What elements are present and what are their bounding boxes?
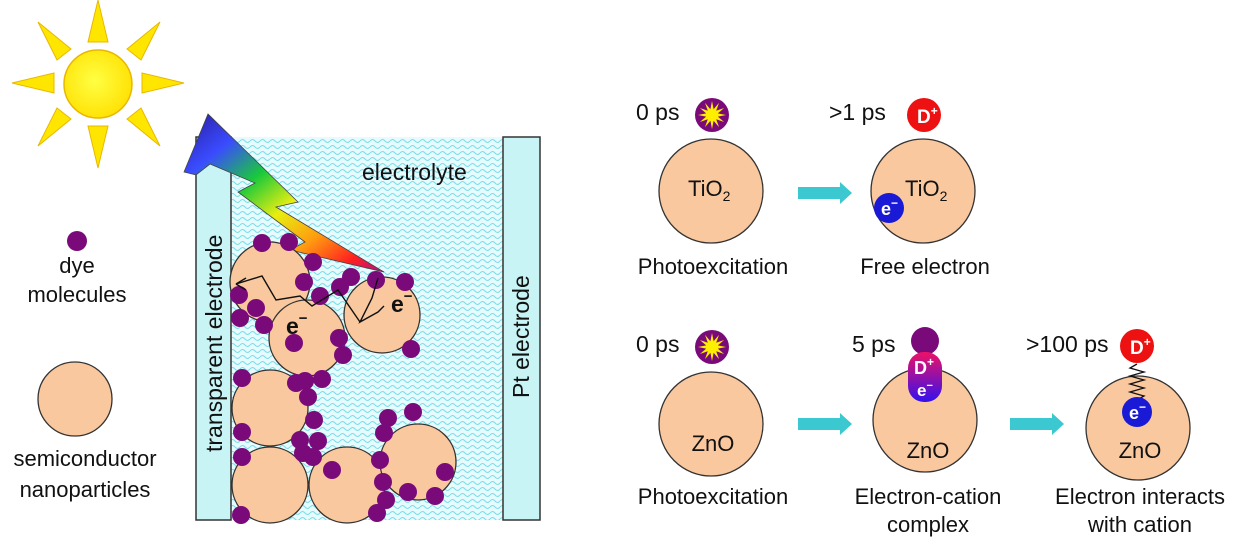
dye-dot [396,273,414,291]
tio2-caption-0: Photoexcitation [638,254,788,279]
electron-label-1: e− [391,288,413,317]
excited-dye-icon [695,98,729,132]
dye-cation-icon: D+ [907,98,941,132]
tio2-caption-1: Free electron [860,254,990,279]
svg-text:e−: e− [917,380,933,400]
legend-dye-line1: dye [59,253,94,278]
electron-path-arrow [235,275,385,324]
zno-material-1: ZnO [907,438,950,463]
arrow-right-icon-2 [798,413,852,435]
dye-dot [232,506,250,524]
svg-text:D+: D+ [914,355,934,378]
legend-nanoparticle-icon [37,361,113,437]
electron-cation-complex-icon: D+ e− [908,327,942,402]
tio2-time-1: >1 ps [829,99,886,125]
sun-icon [11,0,185,169]
dye-dot [305,411,323,429]
dye-dot [230,286,248,304]
dye-dot [280,233,298,251]
transparent-electrode [195,136,232,521]
dye-dot [296,372,314,390]
dye-dot [371,451,389,469]
dye-cation-icon-2: D+ [1120,329,1154,363]
electrolyte-label: electrolyte [362,159,467,185]
dye-dot [311,287,329,305]
dye-dot [304,253,322,271]
dye-dot [323,461,341,479]
dye-dot [233,448,251,466]
tio2-time-0: 0 ps [636,99,679,125]
dye-dot [309,432,327,450]
dye-dot [404,403,422,421]
legend-dye-icon [67,231,87,251]
dye-dot [330,329,348,347]
dye-dot [436,463,454,481]
free-electron-icon: e− [874,193,904,223]
dye-dot [402,340,420,358]
dye-dot [231,309,249,327]
pt-electrode-label: Pt electrode [508,275,534,398]
dye-molecule-dots [230,233,454,524]
svg-text:e−: e− [881,196,898,219]
dye-dot [299,388,317,406]
dye-dot [368,504,386,522]
dye-dot [313,370,331,388]
zno-time-0: 0 ps [636,331,679,357]
excited-dye-icon-2 [695,330,729,364]
dye-dot [377,491,395,509]
arrow-right-icon-3 [1010,413,1064,435]
zno-caption-2-line2: with cation [1087,512,1192,537]
zno-material-0: ZnO [692,431,735,456]
dye-dot [426,487,444,505]
dye-dot [285,334,303,352]
dye-dot [374,473,392,491]
transparent-electrode-label: transparent electrode [201,235,227,452]
dye-dot [375,424,393,442]
svg-text:e−: e− [1129,400,1146,423]
dye-dot [379,409,397,427]
dye-dot [304,448,322,466]
svg-text:D+: D+ [917,104,938,128]
dye-dot [253,234,271,252]
tio2-material-1: TiO2 [905,176,948,204]
bound-electron-icon: e− [1122,397,1152,427]
zno-particle-2 [1085,375,1191,481]
legend-np-line2: nanoparticles [20,477,151,502]
electron-label-2: e− [286,310,308,339]
pt-electrode [502,136,541,521]
zno-particle-0 [658,371,764,477]
zno-caption-2-line1: Electron interacts [1055,484,1225,509]
arrow-right-icon [798,182,852,204]
tio2-particle-0 [658,138,764,244]
dye-dot [233,369,251,387]
legend-dye-line2: molecules [27,282,126,307]
zno-caption-1-line1: Electron-cation [855,484,1002,509]
legend-np-line1: semiconductor [13,446,156,471]
dye-dot [255,316,273,334]
dye-dot [247,299,265,317]
zno-material-2: ZnO [1119,438,1162,463]
dye-dot [367,271,385,289]
svg-text:D+: D+ [1130,335,1151,359]
dye-dot [334,346,352,364]
zno-time-2: >100 ps [1026,331,1109,357]
dye-dot [399,483,417,501]
zno-caption-1-line2: complex [887,512,969,537]
dye-dot [342,268,360,286]
tio2-material-0: TiO2 [688,176,731,204]
light-bolt-icon [183,113,385,273]
dye-dot [295,273,313,291]
zno-time-1: 5 ps [852,331,895,357]
zno-caption-0: Photoexcitation [638,484,788,509]
spring-icon [1127,363,1147,401]
dye-dot [233,423,251,441]
